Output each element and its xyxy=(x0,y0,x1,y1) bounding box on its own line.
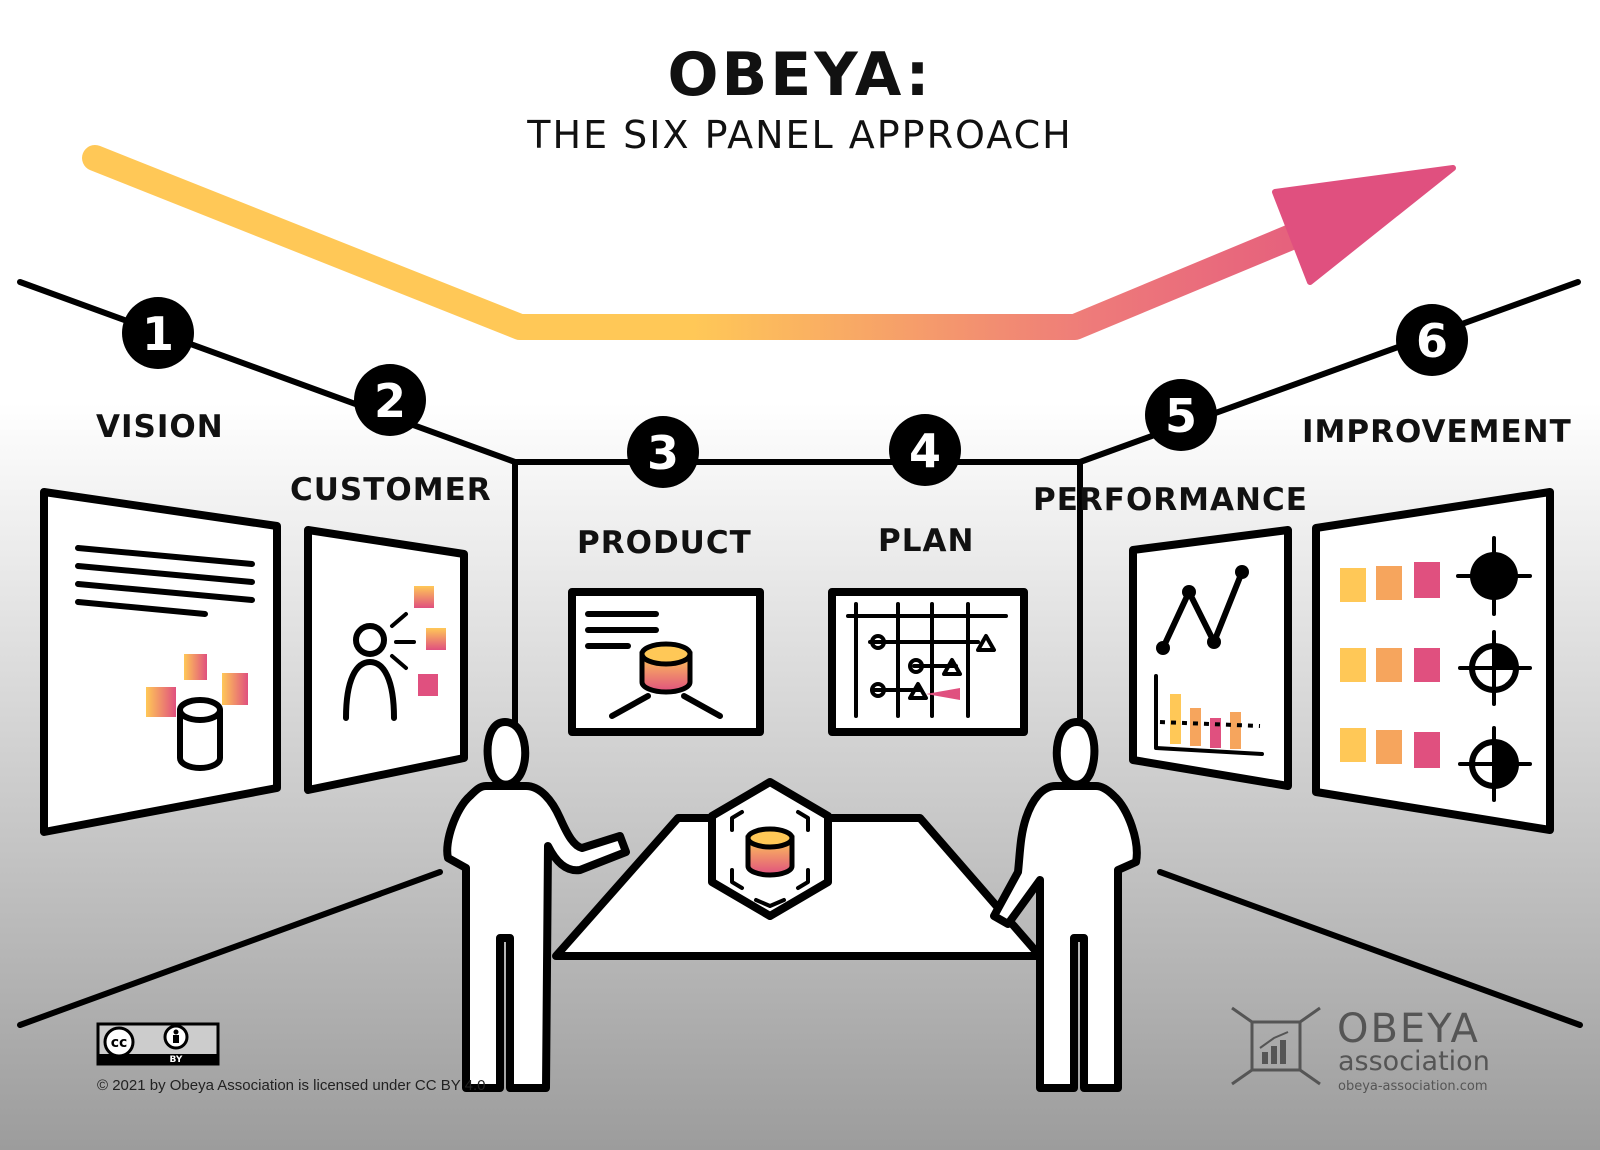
svg-text:6: 6 xyxy=(1416,314,1448,368)
target-icon xyxy=(1458,726,1532,802)
progress-arrow xyxy=(82,145,1456,340)
panel-label-performance: PERFORMANCE xyxy=(1033,482,1308,518)
logo-name: OBEYA xyxy=(1337,1006,1480,1052)
svg-text:3: 3 xyxy=(647,426,679,480)
cylinder-icon xyxy=(177,697,223,771)
hexagon-product-icon xyxy=(708,778,832,920)
panel-number-6: 6 xyxy=(1396,304,1468,376)
logo-url: obeya-association.com xyxy=(1338,1079,1488,1094)
improvement-sticky-notes xyxy=(1340,562,1440,768)
customer-sticky-note xyxy=(414,586,434,608)
target-icon xyxy=(1458,630,1532,706)
panel-number-1: 1 xyxy=(122,297,194,369)
performance-board xyxy=(1129,526,1292,790)
vision-sticky-note xyxy=(146,687,176,717)
svg-text:BY: BY xyxy=(170,1055,183,1065)
customer-board xyxy=(304,526,468,794)
panel-label-customer: CUSTOMER xyxy=(290,472,492,508)
svg-text:4: 4 xyxy=(909,424,941,478)
cc-license-badge: cc BY xyxy=(96,1022,220,1066)
panel-number-2: 2 xyxy=(354,364,426,436)
plan-board xyxy=(828,588,1028,736)
room-outline xyxy=(17,279,1583,1028)
vision-board xyxy=(40,488,281,836)
license-text: © 2021 by Obeya Association is licensed … xyxy=(97,1077,486,1094)
panel-number-4: 4 xyxy=(889,414,961,486)
panel-label-improvement: IMPROVEMENT xyxy=(1302,414,1572,450)
panel-number-5: 5 xyxy=(1145,379,1217,451)
improvement-board xyxy=(1312,488,1554,834)
title-main: OBEYA: xyxy=(668,40,933,110)
customer-person-icon xyxy=(343,612,416,721)
person-right xyxy=(990,718,1141,1092)
database-icon xyxy=(609,641,723,719)
panel-label-plan: PLAN xyxy=(878,523,974,559)
line-chart-icon xyxy=(1156,565,1249,655)
vision-sticky-note xyxy=(222,673,248,705)
customer-sticky-note xyxy=(418,674,438,696)
customer-sticky-note xyxy=(426,628,446,650)
title-subtitle: THE SIX PANEL APPROACH xyxy=(526,113,1072,157)
svg-text:1: 1 xyxy=(142,307,174,361)
target-icon xyxy=(1456,536,1532,616)
bar-chart-icon xyxy=(1154,674,1264,756)
panel-label-vision: VISION xyxy=(96,409,224,445)
panel-label-product: PRODUCT xyxy=(577,525,752,561)
obeya-logo-icon xyxy=(1231,1006,1321,1086)
cc-icon: cc xyxy=(111,1035,128,1051)
product-board xyxy=(568,588,764,736)
panel-number-3: 3 xyxy=(627,416,699,488)
logo-tagline: association xyxy=(1338,1046,1490,1077)
svg-text:5: 5 xyxy=(1165,389,1197,443)
svg-text:2: 2 xyxy=(374,374,406,428)
obeya-association-logo: OBEYA association obeya-association.com xyxy=(1231,1006,1490,1094)
plan-delay-marker xyxy=(926,688,960,700)
vision-sticky-note xyxy=(184,654,207,680)
person-left xyxy=(443,718,630,1092)
